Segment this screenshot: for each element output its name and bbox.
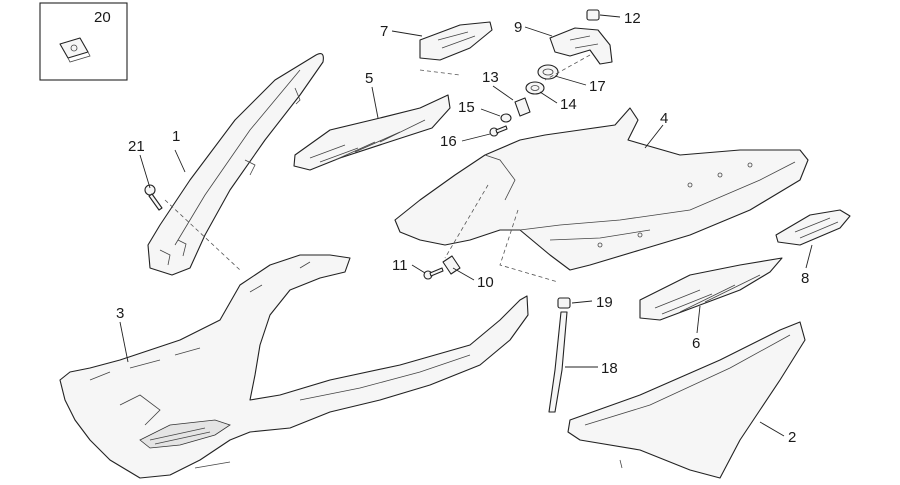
callout-10: 10 bbox=[477, 274, 494, 291]
part-17-ring bbox=[537, 64, 559, 80]
callout-15: 15 bbox=[458, 99, 475, 116]
leader-4 bbox=[644, 124, 664, 149]
callout-14: 14 bbox=[560, 96, 577, 113]
callout-20: 20 bbox=[94, 9, 111, 26]
part-14-washer bbox=[525, 81, 545, 95]
callout-17: 17 bbox=[589, 78, 606, 95]
callout-19: 19 bbox=[596, 294, 613, 311]
callout-4: 4 bbox=[660, 110, 668, 127]
callout-3: 3 bbox=[116, 305, 124, 322]
part-8-footrest-pad bbox=[775, 209, 851, 246]
callout-8: 8 bbox=[801, 270, 809, 287]
callout-labels: 20 21 1 3 5 7 9 12 13 14 15 16 17 4 8 11… bbox=[94, 9, 809, 446]
leader-8 bbox=[805, 244, 813, 269]
leader-5 bbox=[371, 86, 379, 119]
callout-13: 13 bbox=[482, 69, 499, 86]
part-15-small-nut bbox=[500, 113, 512, 123]
part-19-cap bbox=[557, 297, 571, 309]
leader-7 bbox=[391, 30, 423, 37]
callout-6: 6 bbox=[692, 335, 700, 352]
callout-9: 9 bbox=[514, 19, 522, 36]
leader-16 bbox=[461, 133, 491, 142]
callout-18: 18 bbox=[601, 360, 618, 377]
leader-14 bbox=[539, 91, 558, 104]
leader-lines bbox=[119, 14, 813, 437]
part-11-screw bbox=[423, 267, 444, 280]
leader-2 bbox=[759, 421, 785, 437]
leader-10 bbox=[452, 267, 475, 281]
part-16-screw bbox=[489, 125, 508, 137]
part-13-spacer bbox=[514, 97, 531, 117]
part-3-lower-body bbox=[59, 254, 529, 479]
part-10-clip bbox=[442, 255, 461, 275]
callout-11: 11 bbox=[392, 257, 408, 274]
part-12-nut bbox=[586, 9, 600, 21]
part-7-small-cover bbox=[419, 21, 493, 61]
leader-3 bbox=[119, 321, 129, 363]
callout-12: 12 bbox=[624, 10, 641, 27]
part-20-clip-nut-inset bbox=[39, 2, 128, 81]
part-9-upper-bracket bbox=[549, 27, 613, 65]
leader-13 bbox=[492, 85, 514, 101]
part-4-central-floor-panel bbox=[394, 107, 809, 271]
callout-21: 21 bbox=[128, 138, 145, 155]
part-21-screw bbox=[144, 184, 163, 211]
leader-11 bbox=[411, 264, 426, 274]
part-18-hose bbox=[548, 311, 568, 413]
callout-5: 5 bbox=[365, 70, 373, 87]
callout-1: 1 bbox=[172, 128, 180, 145]
leader-12 bbox=[599, 14, 621, 18]
callout-2: 2 bbox=[788, 429, 796, 446]
leader-19 bbox=[571, 300, 593, 304]
part-5-footboard-mat bbox=[293, 94, 451, 171]
leader-1 bbox=[174, 149, 186, 173]
leader-9 bbox=[524, 26, 553, 37]
callout-16: 16 bbox=[440, 133, 457, 150]
part-2-side-cover bbox=[567, 321, 806, 479]
part-6-footboard-mat bbox=[639, 257, 783, 321]
leader-21 bbox=[139, 154, 151, 189]
leader-15 bbox=[480, 108, 501, 117]
leader-6 bbox=[696, 305, 701, 334]
alignment-dashes bbox=[164, 54, 591, 283]
leader-17 bbox=[554, 75, 587, 86]
callout-7: 7 bbox=[380, 23, 388, 40]
part-1-rear-side-panel bbox=[147, 53, 324, 276]
